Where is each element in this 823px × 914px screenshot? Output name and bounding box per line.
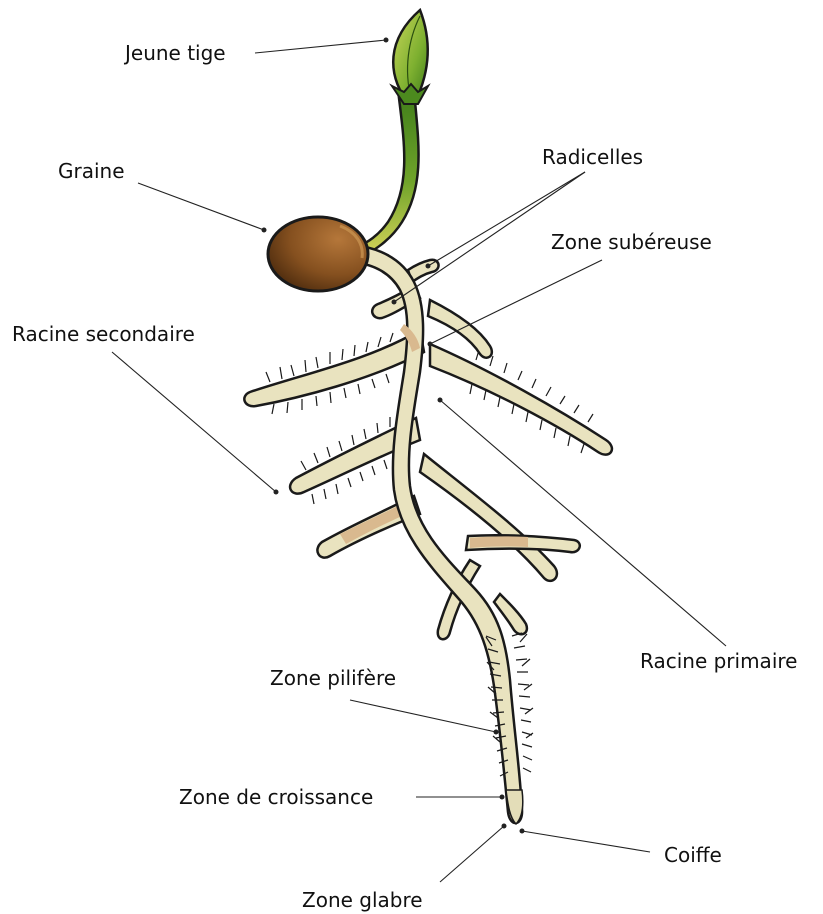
leader-dot-racine-primaire <box>438 398 443 403</box>
label-zone-croissance: Zone de croissance <box>179 785 373 809</box>
leader-zone-subereuse <box>430 260 602 344</box>
leader-coiffe <box>522 831 650 852</box>
leader-dot-radicelles-a <box>426 264 431 269</box>
leader-jeune-tige <box>255 40 386 53</box>
label-jeune-tige: Jeune tige <box>123 41 226 65</box>
secondary-root-right <box>430 344 612 455</box>
leader-zone-glabre <box>440 826 504 882</box>
label-zone-subereuse: Zone subéreuse <box>551 230 712 254</box>
leader-graine <box>138 183 264 230</box>
root-cap-shape <box>506 790 523 824</box>
label-zone-glabre: Zone glabre <box>302 888 423 912</box>
label-racine-secondaire: Racine secondaire <box>12 322 195 346</box>
label-radicelles: Radicelles <box>542 145 643 169</box>
leader-zone-pilifere <box>350 700 496 732</box>
young-stem-shape <box>356 90 419 256</box>
leader-dot-graine <box>262 228 267 233</box>
leader-dot-radicelles-b <box>392 300 397 305</box>
seed-shape <box>268 217 368 291</box>
leader-dot-coiffe <box>520 829 525 834</box>
label-zone-pilifere: Zone pilifère <box>270 666 396 690</box>
label-coiffe: Coiffe <box>664 843 722 867</box>
label-racine-primaire: Racine primaire <box>640 649 797 673</box>
tan-shading-lower-right <box>470 536 528 548</box>
leader-dot-zone-subereuse <box>428 342 433 347</box>
leader-dot-racine-secondaire <box>274 490 279 495</box>
leader-dot-zone-pilifere <box>494 730 499 735</box>
leader-dot-zone-glabre <box>502 824 507 829</box>
secondary-root-upper-left <box>244 330 424 406</box>
label-graine: Graine <box>58 159 125 183</box>
plant-illustration <box>244 10 612 824</box>
leader-racine-secondaire <box>112 352 276 492</box>
leader-dot-jeune-tige <box>384 38 389 43</box>
leader-dot-zone-croissance <box>500 795 505 800</box>
